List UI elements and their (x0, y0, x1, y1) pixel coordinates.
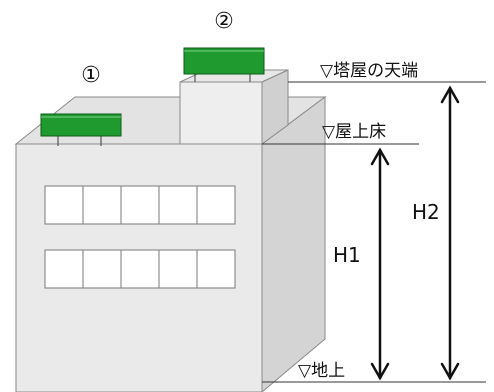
equipment-1 (40, 113, 122, 146)
arrow-h2-head-top (440, 85, 460, 104)
penthouse-front (179, 81, 263, 145)
window-row-lower (44, 249, 236, 289)
window (196, 249, 236, 289)
arrow-h1-head-bottom (370, 362, 390, 381)
label-roof-floor: ▽屋上床 (322, 122, 386, 142)
window (158, 249, 198, 289)
window (44, 185, 84, 225)
window (120, 249, 160, 289)
dimension-h2 (440, 85, 460, 381)
penthouse (179, 69, 289, 145)
label-h1: H1 (333, 243, 361, 267)
window (196, 185, 236, 225)
label-h2: H2 (412, 200, 440, 224)
building-side-wall (261, 96, 326, 392)
window (82, 249, 122, 289)
equipment-1-unit (40, 113, 122, 137)
equipment-2 (183, 47, 265, 82)
level-lines (262, 81, 486, 383)
window (120, 185, 160, 225)
dimension-h1 (370, 147, 390, 381)
window (44, 249, 84, 289)
label-ground: ▽地上 (298, 361, 345, 381)
window-row-upper (44, 185, 236, 225)
arrow-h2-head-bottom (440, 362, 460, 381)
window (82, 185, 122, 225)
label-tower-top: ▽塔屋の天端 (320, 61, 418, 81)
building (14, 96, 327, 392)
equipment-2-unit (183, 47, 265, 75)
marker-unit-1: ① (81, 63, 101, 88)
arrow-h1-head-top (370, 147, 390, 166)
window (158, 185, 198, 225)
marker-unit-2: ② (214, 9, 234, 34)
